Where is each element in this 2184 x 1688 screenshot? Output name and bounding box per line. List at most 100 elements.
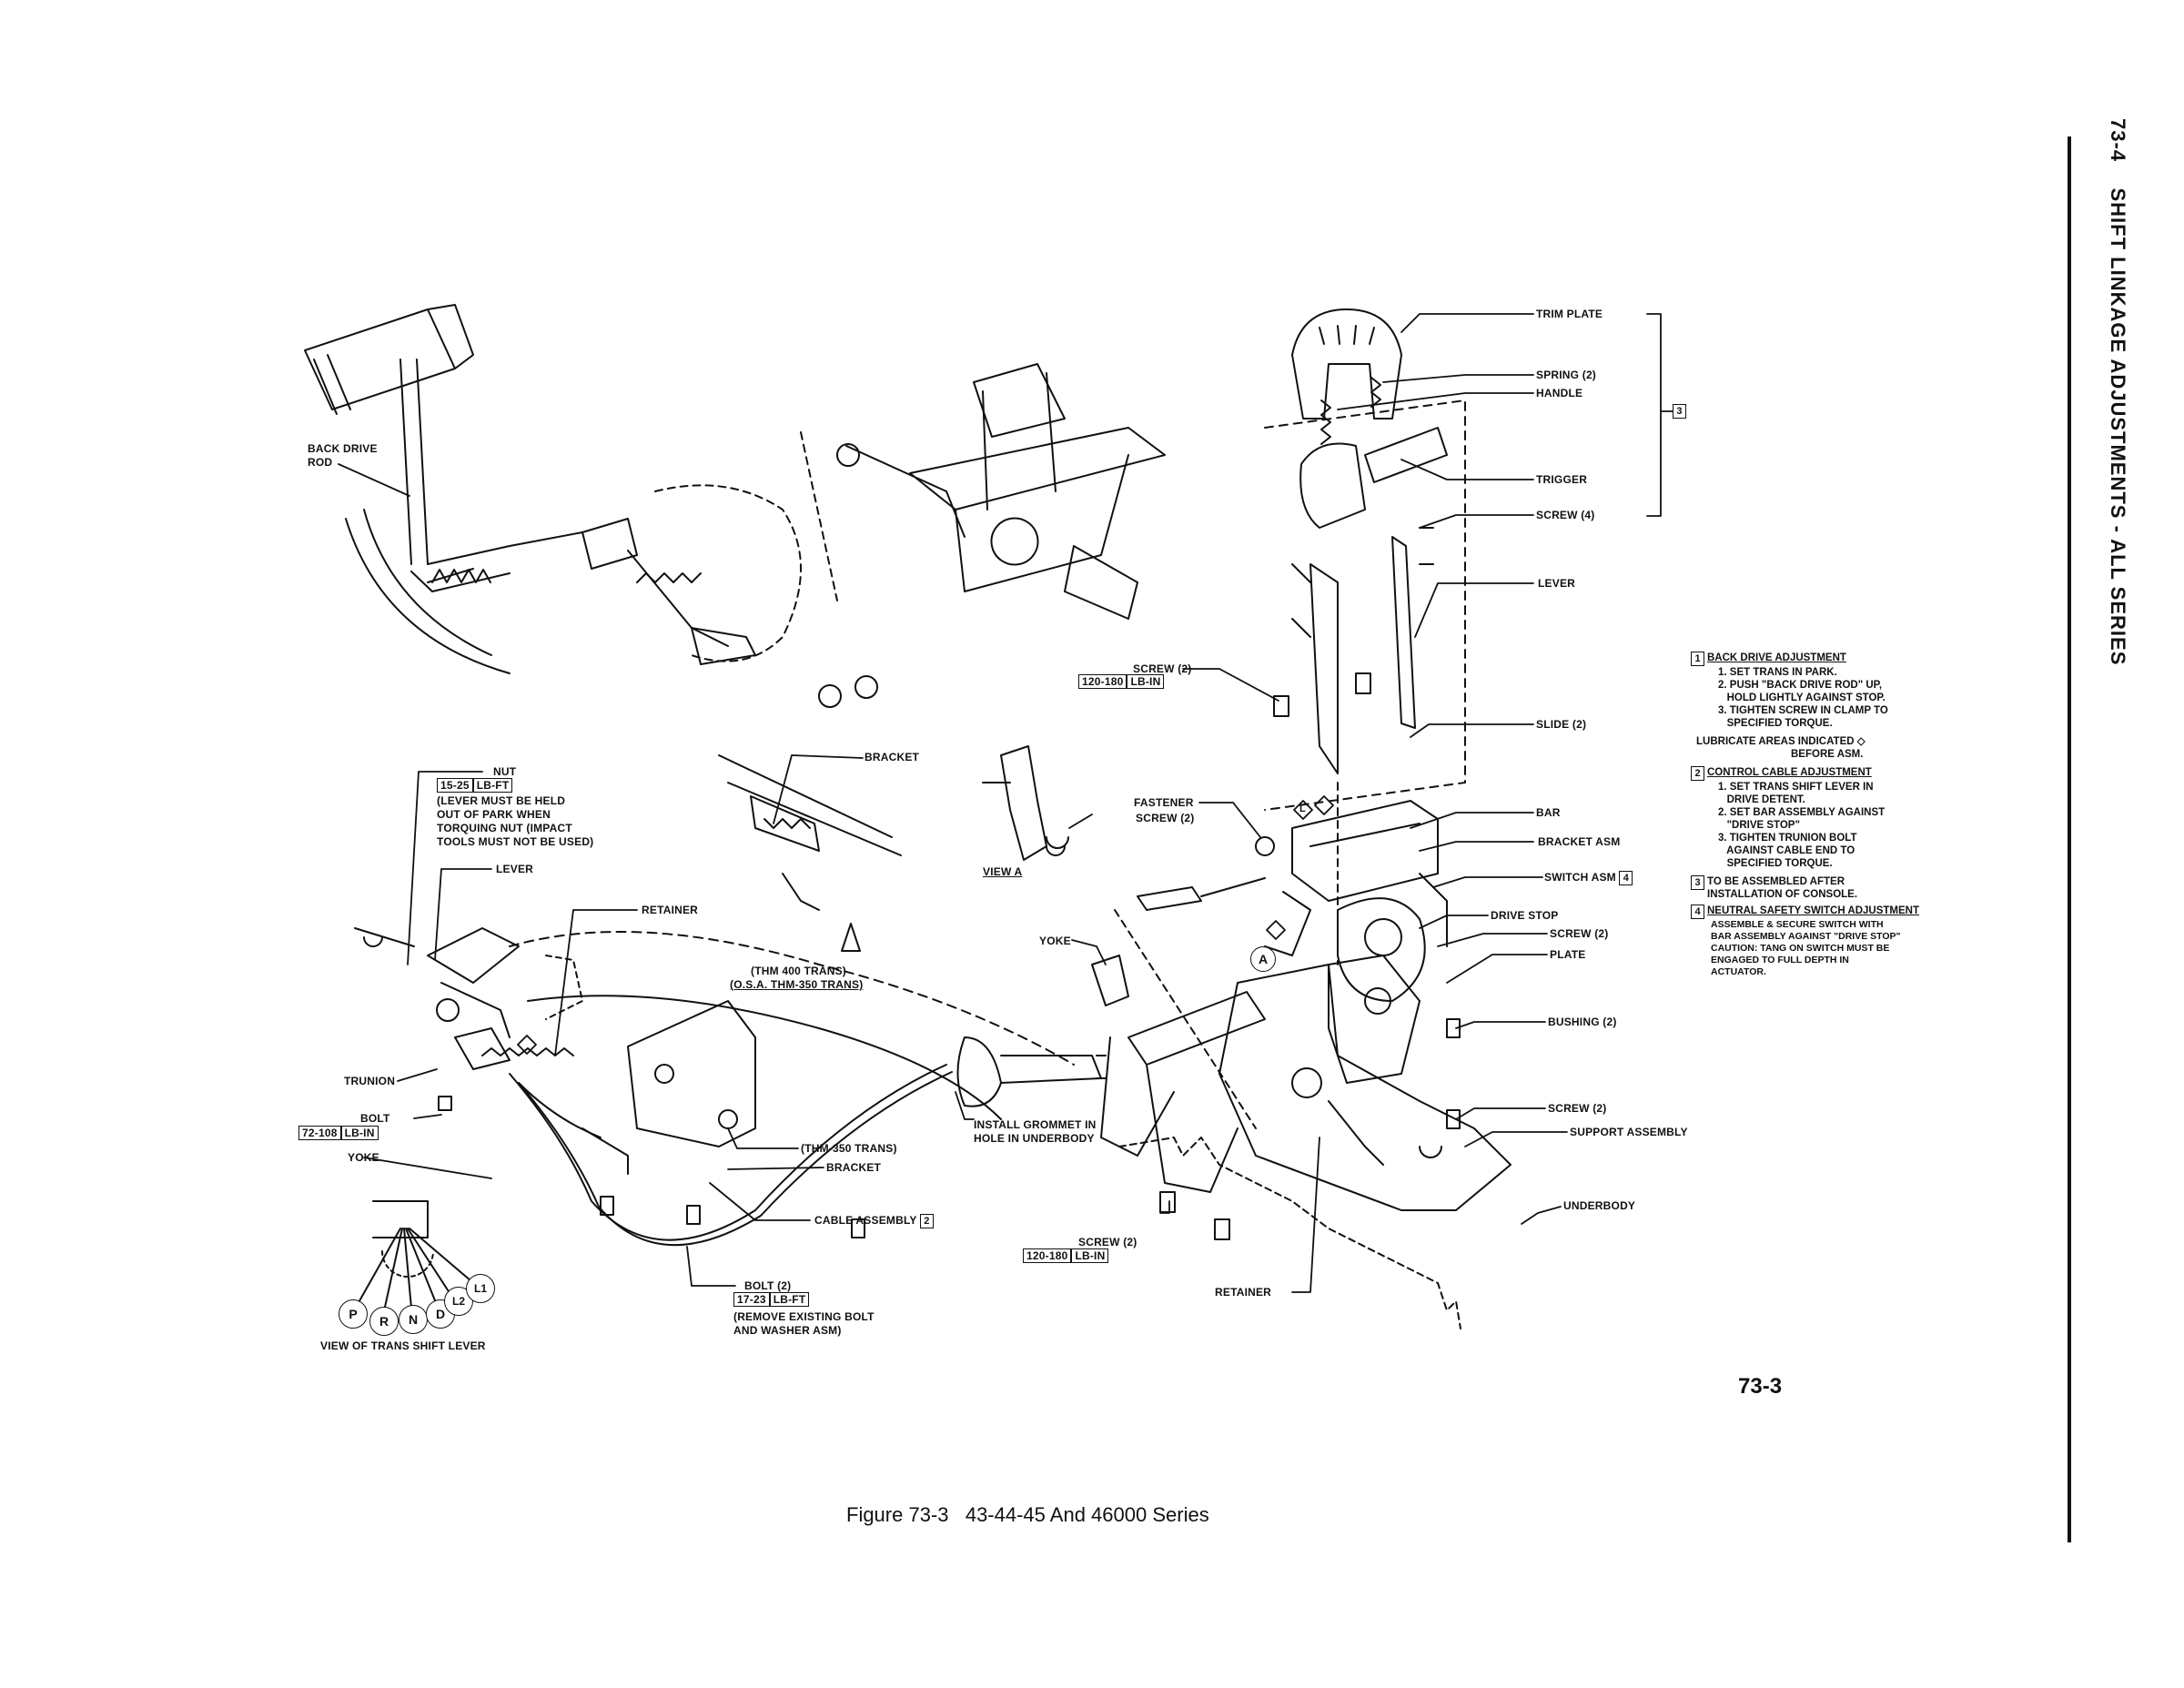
cable-assembly-text: CABLE ASSEMBLY bbox=[814, 1214, 917, 1227]
lube-marks bbox=[517, 795, 1334, 1055]
note-4-title: NEUTRAL SAFETY SWITCH ADJUSTMENT bbox=[1707, 905, 1919, 916]
cable-assembly-note-ref: 2 bbox=[919, 1214, 934, 1228]
label-drive-stop: DRIVE STOP bbox=[1491, 909, 1559, 922]
lube-mark-label: L bbox=[1299, 804, 1306, 814]
note-3-number: 3 bbox=[1691, 875, 1704, 890]
label-fastener: FASTENER bbox=[1134, 796, 1194, 809]
label-yoke-left: YOKE bbox=[348, 1151, 379, 1164]
label-handle: HANDLE bbox=[1536, 387, 1583, 399]
note-4-number: 4 bbox=[1691, 905, 1704, 919]
screw2-bottom-torque-unit: LB-IN bbox=[1071, 1248, 1109, 1263]
group-note-ref-3: 3 bbox=[1673, 404, 1686, 419]
section-number: 73-4 bbox=[2107, 118, 2129, 163]
label-retainer-left: RETAINER bbox=[642, 904, 699, 916]
note-2-step-1: 1. SET TRANS SHIFT LEVER IN DRIVE DETENT… bbox=[1718, 782, 1874, 805]
gear-position-r: R bbox=[369, 1307, 399, 1336]
lube-note-2: BEFORE ASM. bbox=[1791, 749, 1864, 760]
label-install-grommet: INSTALL GROMMET IN HOLE IN UNDERBODY bbox=[974, 1118, 1097, 1145]
gear-position-n: N bbox=[399, 1305, 428, 1334]
page-number: 73-3 bbox=[1738, 1374, 1783, 1399]
gear-position-l1: L1 bbox=[466, 1274, 495, 1303]
label-osa: (O.S.A. THM-350 TRANS) bbox=[730, 978, 864, 991]
bolt2-torque-unit: LB-FT bbox=[769, 1292, 810, 1307]
steering-column-drawing bbox=[304, 304, 802, 674]
header-rule bbox=[2068, 136, 2071, 1542]
label-lever-left: LEVER bbox=[496, 863, 534, 875]
label-switch-asm: SWITCH ASM 4 bbox=[1544, 871, 1635, 885]
label-trigger: TRIGGER bbox=[1536, 473, 1588, 486]
lube-note-text: LUBRICATE AREAS INDICATED bbox=[1696, 736, 1855, 747]
gear-position-l2: L2 bbox=[444, 1287, 473, 1316]
side-header-text: 73-4 SHIFT LINKAGE ADJUSTMENTS - ALL SER… bbox=[2106, 118, 2129, 665]
leader-lines bbox=[338, 313, 1673, 1293]
note-2-number: 2 bbox=[1691, 766, 1704, 781]
label-screw2-fastener: SCREW (2) bbox=[1136, 812, 1195, 824]
note-3-text: TO BE ASSEMBLED AFTER INSTALLATION OF CO… bbox=[1707, 876, 1858, 900]
label-plate: PLATE bbox=[1550, 948, 1586, 961]
switch-asm-note-ref: 4 bbox=[1619, 871, 1633, 885]
lube-diamond-icon: ◇ bbox=[1856, 736, 1866, 747]
lube-note: LUBRICATE AREAS INDICATED ◇ bbox=[1691, 735, 1955, 748]
note-1-number: 1 bbox=[1691, 652, 1704, 666]
label-trunion: TRUNION bbox=[344, 1075, 396, 1087]
bolt2-torque-value: 17-23 bbox=[733, 1292, 770, 1307]
figure-caption: Figure 73-3 43-44-45 And 46000 Series bbox=[846, 1503, 1209, 1526]
label-nut-note: (LEVER MUST BE HELD OUT OF PARK WHEN TOR… bbox=[437, 794, 594, 848]
side-header: 73-4 SHIFT LINKAGE ADJUSTMENTS - ALL SER… bbox=[2093, 118, 2129, 810]
label-thm350: (THM-350 TRANS) bbox=[801, 1142, 897, 1155]
bolt-left-torque-unit: LB-IN bbox=[340, 1126, 379, 1140]
nut-torque-value: 15-25 bbox=[437, 778, 473, 793]
label-cable-assembly: CABLE ASSEMBLY 2 bbox=[814, 1214, 936, 1228]
view-a-marker: A bbox=[1250, 946, 1276, 972]
label-bar: BAR bbox=[1536, 806, 1561, 819]
note-2-step-2: 2. SET BAR ASSEMBLY AGAINST "DRIVE STOP" bbox=[1718, 807, 1886, 831]
label-bolt-left: BOLT bbox=[360, 1112, 390, 1125]
screw2-top-torque-value: 120-180 bbox=[1078, 674, 1127, 689]
label-thm400: (THM 400 TRANS) bbox=[751, 965, 847, 977]
bolts-drawing bbox=[438, 1096, 865, 1238]
label-retainer-bottom: RETAINER bbox=[1215, 1286, 1272, 1299]
label-view-trans-lever: VIEW OF TRANS SHIFT LEVER bbox=[320, 1339, 486, 1352]
label-support-assembly: SUPPORT ASSEMBLY bbox=[1570, 1126, 1688, 1138]
trans-lever-cable-drawing bbox=[354, 927, 1107, 1247]
label-yoke-mid: YOKE bbox=[1039, 935, 1071, 947]
label-view-a: VIEW A bbox=[983, 865, 1023, 878]
gear-position-p: P bbox=[339, 1299, 368, 1329]
label-back-drive-rod: BACK DRIVE ROD bbox=[308, 442, 378, 469]
label-bolt2-note: (REMOVE EXISTING BOLT AND WASHER ASM) bbox=[733, 1310, 875, 1337]
screw2-bottom-torque-value: 120-180 bbox=[1023, 1248, 1072, 1263]
label-bolt2: BOLT (2) bbox=[744, 1279, 792, 1292]
note-4-text: ASSEMBLE & SECURE SWITCH WITH BAR ASSEMB… bbox=[1711, 919, 1901, 977]
note-1-step-3: 3. TIGHTEN SCREW IN CLAMP TO SPECIFIED T… bbox=[1718, 705, 1888, 729]
note-1-step-1: 1. SET TRANS IN PARK. bbox=[1718, 667, 1837, 678]
label-underbody: UNDERBODY bbox=[1563, 1199, 1636, 1212]
label-screw2-support: SCREW (2) bbox=[1548, 1102, 1607, 1115]
label-screw2-bottom: SCREW (2) bbox=[1078, 1236, 1138, 1248]
label-screw2-plate: SCREW (2) bbox=[1550, 927, 1609, 940]
label-spring2: SPRING (2) bbox=[1536, 369, 1597, 381]
note-1-step-2: 2. PUSH "BACK DRIVE ROD" UP, HOLD LIGHTL… bbox=[1718, 680, 1886, 703]
trans-shift-lever-view-drawing bbox=[352, 1200, 479, 1320]
label-screw2-top: SCREW (2) bbox=[1133, 662, 1192, 675]
label-slide2: SLIDE (2) bbox=[1536, 718, 1587, 731]
label-bracket-bottom: BRACKET bbox=[826, 1161, 882, 1174]
shifter-assembly-drawing bbox=[800, 363, 1166, 620]
label-screw4: SCREW (4) bbox=[1536, 509, 1595, 521]
note-2-title: CONTROL CABLE ADJUSTMENT bbox=[1707, 767, 1872, 778]
label-bushing2: BUSHING (2) bbox=[1548, 1016, 1617, 1028]
screw2-top-torque-unit: LB-IN bbox=[1127, 674, 1165, 689]
label-nut: NUT bbox=[493, 765, 517, 778]
thm400-bracket-drawing bbox=[718, 675, 902, 952]
switch-asm-text: SWITCH ASM bbox=[1544, 871, 1616, 884]
